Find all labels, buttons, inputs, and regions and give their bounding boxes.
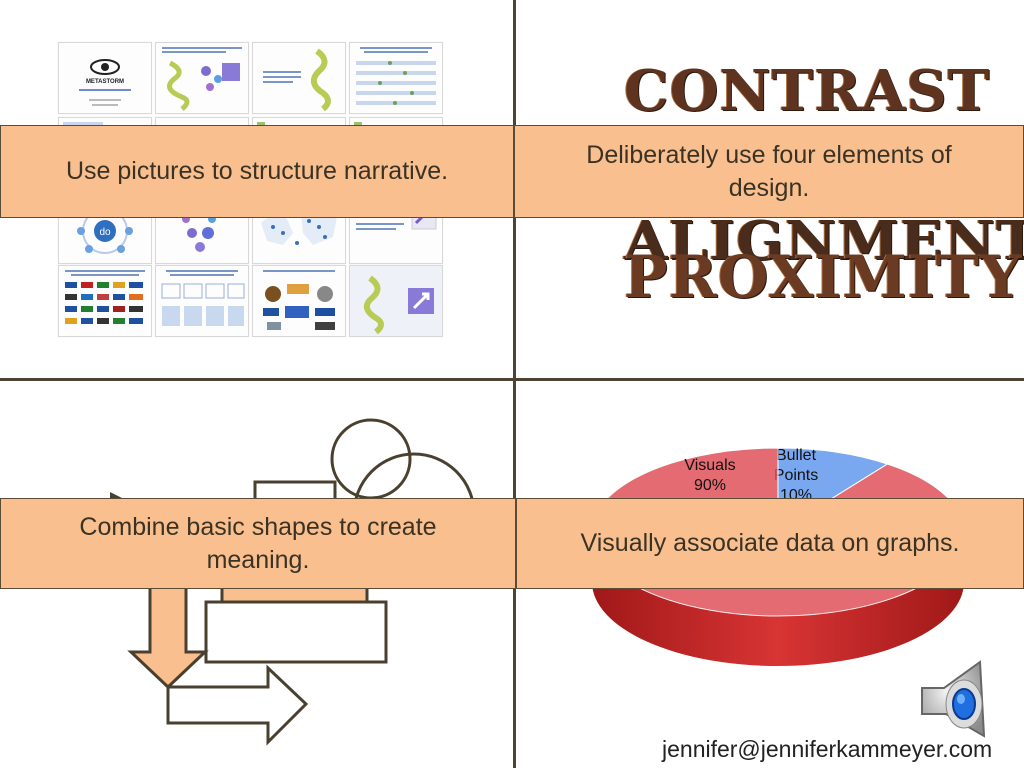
slide-thumbnail [58, 265, 152, 337]
letterpress-word: ALIGNMENT [624, 209, 1024, 273]
slide-thumbnail [349, 265, 443, 337]
down-arrow [127, 585, 209, 690]
pie-slice-label: Bullet [776, 447, 817, 464]
logo-text: METASTORM [86, 79, 124, 85]
hub-label: do [99, 227, 111, 238]
vertical-divider [513, 0, 516, 768]
slide-thumbnail [252, 42, 346, 114]
speaker-icon[interactable] [918, 658, 1006, 740]
pie-slice-label: Points [774, 467, 818, 484]
slide-thumbnail [252, 265, 346, 337]
letterpress-word: CONTRAST [624, 58, 991, 124]
small-circle [330, 418, 412, 500]
caption-basic-shapes: Combine basic shapes to create meaning. [0, 498, 516, 589]
caption-associate-data: Visually associate data on graphs. [516, 498, 1024, 589]
slide-thumbnail [155, 265, 249, 337]
caption-use-pictures: Use pictures to structure narrative. [0, 125, 514, 218]
contact-email[interactable]: jennifer@jenniferkammeyer.com [662, 736, 993, 762]
caption-four-elements: Deliberately use four elements of design… [514, 125, 1024, 218]
slide-thumbnail: METASTORM [58, 42, 152, 114]
pie-value-label: 90% [694, 477, 726, 494]
white-rect [204, 600, 388, 664]
slide-thumbnail [155, 42, 249, 114]
horizontal-divider [0, 378, 1024, 381]
eye-logo-icon: METASTORM [79, 59, 131, 106]
slide-thumbnail [349, 42, 443, 114]
letterpress-word: PROXIMITY [624, 243, 1023, 311]
pie-slice-label: Visuals [684, 457, 735, 474]
right-arrow [166, 664, 309, 746]
pie-side-wall [592, 532, 964, 666]
